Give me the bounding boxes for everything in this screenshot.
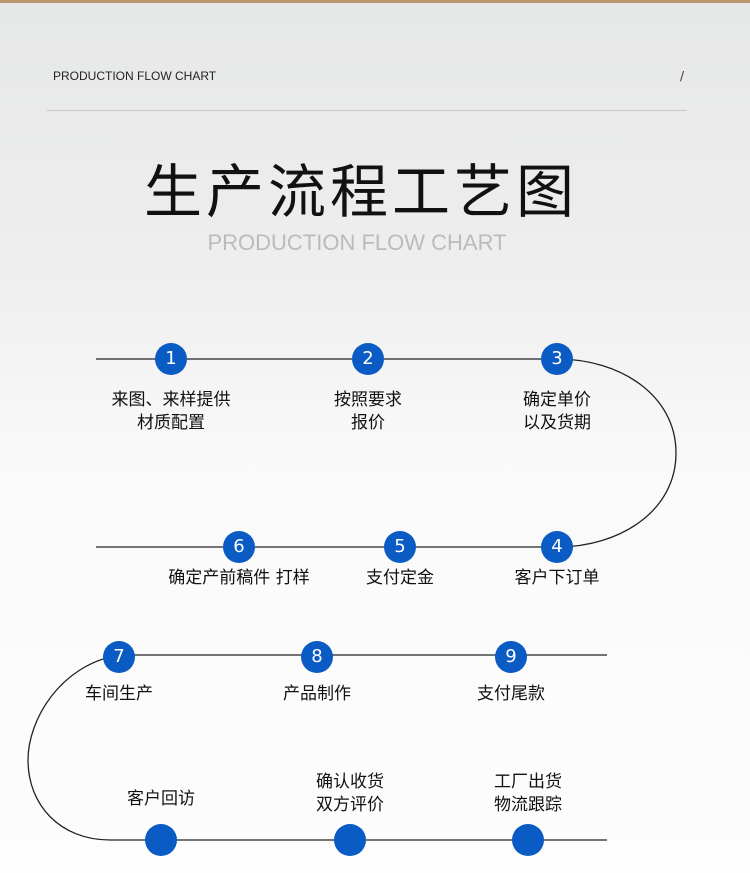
step-label-line: 物流跟踪 — [494, 795, 562, 815]
step-label-line: 确认收货 — [316, 772, 384, 792]
step-1-label: 来图、来样提供材质配置 — [112, 389, 231, 435]
step-12-marker — [512, 824, 544, 856]
step-label-line: 报价 — [351, 413, 385, 433]
step-2-marker: 2 — [352, 343, 384, 375]
step-11-marker — [334, 824, 366, 856]
step-6-marker: 6 — [223, 531, 255, 563]
step-label-line: 客户下订单 — [514, 568, 600, 588]
step-5-marker: 5 — [384, 531, 416, 563]
step-12-label: 工厂出货物流跟踪 — [494, 771, 562, 817]
step-label-line: 客户回访 — [127, 789, 195, 809]
step-7-label: 车间生产 — [85, 683, 153, 706]
step-7-marker: 7 — [103, 641, 135, 673]
page-subtitle: PRODUCTION FLOW CHART — [207, 230, 507, 255]
step-3-marker: 3 — [541, 343, 573, 375]
header-divider — [47, 110, 687, 111]
step-8-marker: 8 — [301, 641, 333, 673]
top-border — [0, 0, 750, 3]
step-label-line: 双方评价 — [316, 795, 384, 815]
step-label-line: 确定单价 — [523, 390, 591, 410]
step-9-label: 支付尾款 — [477, 683, 545, 706]
step-5-label: 支付定金 — [366, 567, 434, 590]
step-label-line: 来图、来样提供 — [111, 390, 231, 410]
step-label-line: 支付定金 — [366, 568, 434, 588]
step-10-label: 客户回访 — [127, 788, 195, 811]
step-label-line: 以及货期 — [523, 413, 591, 433]
step-11-label: 确认收货双方评价 — [316, 771, 384, 817]
header-slash: / — [680, 69, 685, 83]
step-label-line: 按照要求 — [334, 390, 402, 410]
step-6-label: 确定产前稿件 打样 — [168, 567, 309, 590]
step-2-label: 按照要求报价 — [334, 389, 402, 435]
header-label: PRODUCTION FLOW CHART — [53, 69, 217, 83]
step-8-label: 产品制作 — [283, 683, 351, 706]
step-label-line: 车间生产 — [85, 684, 153, 704]
step-label-line: 确定产前稿件 打样 — [168, 568, 310, 588]
step-4-marker: 4 — [541, 531, 573, 563]
step-label-line: 材质配置 — [137, 413, 205, 433]
step-4-label: 客户下订单 — [515, 567, 600, 590]
page-title: 生产流程工艺图 — [143, 158, 578, 226]
step-3-label: 确定单价以及货期 — [523, 389, 591, 435]
step-label-line: 支付尾款 — [477, 684, 545, 704]
step-1-marker: 1 — [155, 343, 187, 375]
step-label-line: 产品制作 — [283, 684, 351, 704]
step-label-line: 工厂出货 — [494, 772, 562, 792]
step-10-marker — [145, 824, 177, 856]
step-9-marker: 9 — [495, 641, 527, 673]
